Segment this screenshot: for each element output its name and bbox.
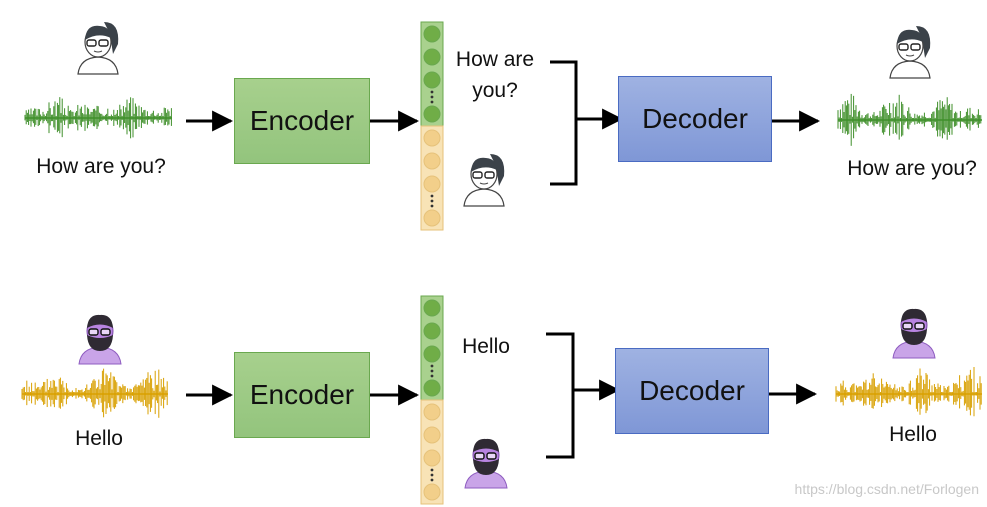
encoder-label-top: Encoder [249, 105, 355, 136]
output-caption-top: How are you? [847, 157, 977, 180]
speaker-vector-bottom-dot-3 [423, 483, 441, 501]
content-vector-top [420, 21, 444, 127]
decoder-label-top: Decoder [642, 103, 748, 134]
input-caption-top: How are you? [36, 155, 166, 178]
waveform-output-bottom [835, 366, 982, 417]
speaker-avatar-input-bottom [78, 314, 122, 365]
watermark: https://blog.csdn.net/Forlogen [794, 481, 979, 497]
speaker-vector-top-dot-3 [423, 209, 441, 227]
speaker-vector-bottom-dot-0 [423, 403, 441, 421]
input-caption-bottom: Hello [75, 427, 123, 450]
content-vector-top-dot-2 [423, 71, 441, 89]
encoder-box-bottom: Encoder [234, 352, 370, 438]
speaker-vector-bottom-dot-2 [423, 449, 441, 467]
content-vector-top-dot-0 [423, 25, 441, 43]
content-caption-top-line2: you? [472, 79, 518, 102]
content-vector-bottom-dot-1 [423, 322, 441, 340]
speaker-vector-bottom-dot-1 [423, 426, 441, 444]
waveform-output-top [837, 93, 982, 146]
speaker-vector-top-dot-2 [423, 175, 441, 193]
content-vector-top-dot-3 [423, 105, 441, 123]
content-caption-bottom: Hello [462, 335, 510, 358]
content-vector-bottom [420, 295, 444, 401]
content-vector-bottom-dot-3 [423, 379, 441, 397]
speaker-avatar-vector-bottom [464, 438, 508, 489]
decoder-label-bottom: Decoder [639, 375, 745, 406]
bracket-top [550, 60, 578, 186]
waveform-input-bottom [21, 368, 168, 418]
output-caption-bottom: Hello [889, 423, 937, 446]
waveform-input-top [24, 97, 172, 139]
encoder-label-bottom: Encoder [249, 379, 355, 410]
encoder-box-top: Encoder [234, 78, 370, 164]
speaker-vector-top-dot-1 [423, 152, 441, 170]
speaker-avatar-input-top [77, 22, 119, 75]
content-vector-bottom-dot-0 [423, 299, 441, 317]
speaker-avatar-output-bottom [892, 308, 936, 359]
speaker-vector-bottom [420, 399, 444, 505]
content-caption-top-line1: How are [455, 48, 535, 71]
decoder-box-bottom: Decoder [615, 348, 769, 434]
speaker-avatar-output-top [889, 26, 931, 79]
decoder-box-top: Decoder [618, 76, 772, 162]
content-vector-bottom-dot-2 [423, 345, 441, 363]
content-vector-top-dot-1 [423, 48, 441, 66]
bracket-bottom [546, 332, 575, 459]
speaker-vector-top-dot-0 [423, 129, 441, 147]
speaker-avatar-vector-top [463, 154, 505, 207]
speaker-vector-top [420, 125, 444, 231]
